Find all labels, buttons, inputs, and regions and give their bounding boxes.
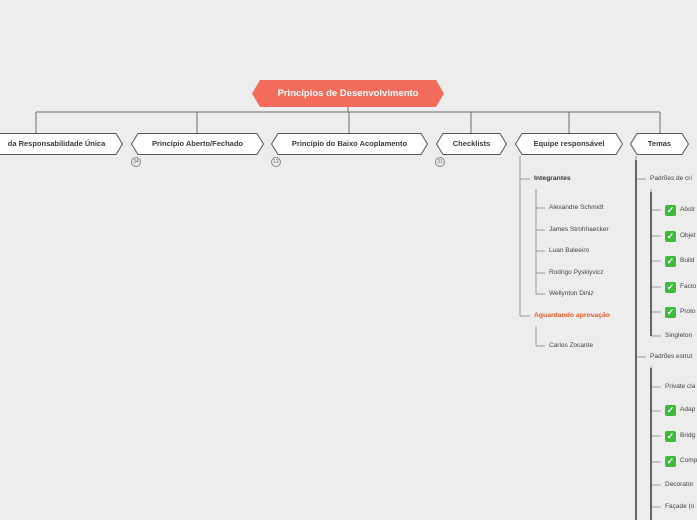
pattern-item[interactable]: Facto xyxy=(680,283,697,290)
pattern-item[interactable]: Decorator xyxy=(665,481,694,488)
branch-checklists[interactable]: Checklists xyxy=(436,133,507,155)
collapse-count-badge[interactable]: 31 xyxy=(435,157,445,167)
topic-padroes-estruturais[interactable]: Padrões estrut xyxy=(650,353,693,360)
pattern-item[interactable]: Build xyxy=(680,257,695,264)
pattern-item[interactable]: Adap xyxy=(680,406,696,413)
pattern-item[interactable]: Private cla xyxy=(665,383,696,390)
checkmark-icon: ✓ xyxy=(665,456,676,467)
branch-baixo-acoplamento[interactable]: Princípio do Baixo Acoplamento xyxy=(271,133,428,155)
branch-label: Checklists xyxy=(452,139,491,148)
branch-shape xyxy=(630,133,689,155)
pattern-item[interactable]: Singleton xyxy=(665,332,693,339)
member-item[interactable]: Wellynton Diniz xyxy=(549,290,594,297)
branch-shape xyxy=(131,133,264,155)
branch-responsabilidade-unica[interactable]: da Responsabilidade Única xyxy=(0,133,123,155)
checkmark-icon: ✓ xyxy=(665,231,676,242)
checkmark-icon: ✓ xyxy=(665,307,676,318)
pattern-item[interactable]: Façade (o xyxy=(665,503,695,510)
root-node-shape xyxy=(252,80,444,107)
checkmark-icon: ✓ xyxy=(665,205,676,216)
branch-shape xyxy=(0,133,123,155)
member-item[interactable]: Luan Baleeiro xyxy=(549,247,590,254)
member-item[interactable]: Alexandre Schmidt xyxy=(549,204,604,211)
checkmark-icon: ✓ xyxy=(665,431,676,442)
pattern-item[interactable]: Proto xyxy=(680,308,696,315)
member-item[interactable]: Rodrigo Pyskiyvicz xyxy=(549,269,604,276)
branch-aberto-fechado[interactable]: Princípio Aberto/Fechado xyxy=(131,133,264,155)
topic-integrantes[interactable]: Integrantes xyxy=(534,175,571,182)
branch-label: Temas xyxy=(647,139,672,148)
topic-padroes-criacionais[interactable]: Padrões de cri xyxy=(650,175,692,182)
checkmark-icon: ✓ xyxy=(665,405,676,416)
collapse-count-badge[interactable]: 34 xyxy=(131,157,141,167)
member-item[interactable]: James Strohhaecker xyxy=(549,226,609,233)
branch-shape xyxy=(436,133,507,155)
branch-label: Princípio Aberto/Fechado xyxy=(152,139,243,148)
checkmark-icon: ✓ xyxy=(665,282,676,293)
pattern-item[interactable]: Comp xyxy=(680,457,697,464)
branch-shape xyxy=(271,133,428,155)
branch-temas[interactable]: Temas xyxy=(630,133,689,155)
branch-shape xyxy=(515,133,623,155)
branch-label: da Responsabilidade Única xyxy=(7,139,106,148)
pattern-item[interactable]: Bridg xyxy=(680,432,696,439)
collapse-count-badge[interactable]: 13 xyxy=(271,157,281,167)
pattern-item[interactable]: Objet xyxy=(680,232,696,239)
pending-member-item[interactable]: Carlos Zocante xyxy=(549,342,594,349)
pattern-item[interactable]: Abstr xyxy=(680,206,696,213)
root-node-label: Princípios de Desenvolvimento xyxy=(277,88,419,99)
branch-label: Princípio do Baixo Acoplamento xyxy=(291,139,408,148)
topic-aguardando-aprovacao[interactable]: Aguardando aprovação xyxy=(534,312,610,319)
root-node[interactable]: Princípios de Desenvolvimento xyxy=(252,80,444,107)
branch-label: Equipe responsável xyxy=(533,139,605,148)
checkmark-icon: ✓ xyxy=(665,256,676,267)
branch-equipe-responsavel[interactable]: Equipe responsável xyxy=(515,133,623,155)
